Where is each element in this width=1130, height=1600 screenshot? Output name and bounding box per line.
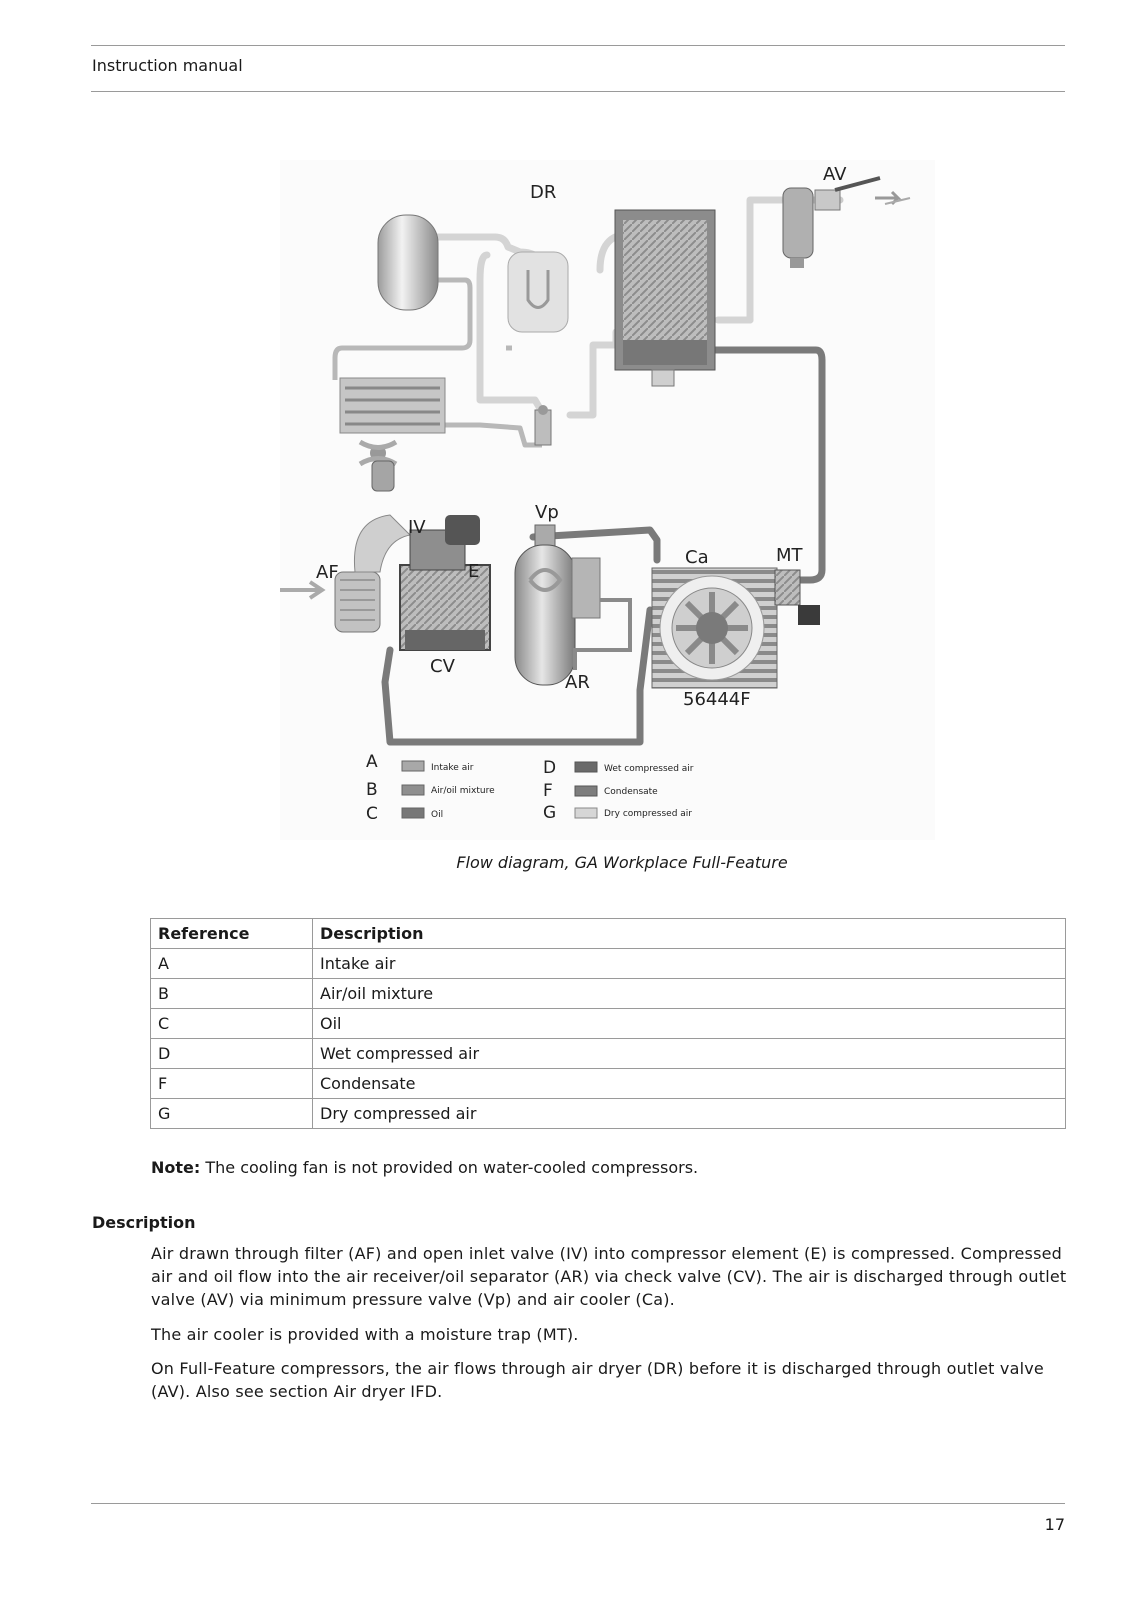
description-cell: Intake air bbox=[312, 948, 1066, 979]
moisture-trap bbox=[774, 569, 820, 625]
air-receiver-separator bbox=[514, 544, 632, 686]
reference-cell: G bbox=[150, 1098, 313, 1129]
legend-swatch-c bbox=[401, 807, 425, 819]
legend-text-d: Wet compressed air bbox=[604, 764, 694, 774]
table-row: D Wet compressed air bbox=[150, 1038, 1066, 1069]
reference-table: Reference Description A Intake air B Air… bbox=[150, 918, 1066, 1129]
legend-item-d: D Wet compressed air bbox=[543, 758, 694, 778]
minimum-pressure-valve bbox=[534, 524, 556, 548]
legend-key-d: D bbox=[543, 758, 556, 778]
reference-cell: C bbox=[150, 1008, 313, 1039]
flow-diagram: DR AV IV Vp AF E Ca MT CV AR 56444F A In… bbox=[280, 160, 935, 840]
air-dryer-heat-exchanger bbox=[614, 209, 716, 387]
table-row: C Oil bbox=[150, 1008, 1066, 1039]
legend-swatch-d bbox=[574, 761, 598, 773]
label-code: 56444F bbox=[683, 689, 751, 710]
description-paragraph-1: Air drawn through filter (AF) and open i… bbox=[151, 1244, 1067, 1309]
air-filter bbox=[280, 514, 412, 633]
description-cell: Dry compressed air bbox=[312, 1098, 1066, 1129]
reference-cell: F bbox=[150, 1068, 313, 1099]
footer-rule bbox=[91, 1503, 1065, 1504]
legend-text-b: Air/oil mixture bbox=[431, 786, 495, 796]
air-cooler bbox=[651, 567, 778, 689]
flow-diagram-drawing: DR AV IV Vp AF E Ca MT CV AR 56444F A In… bbox=[280, 164, 911, 824]
legend-key-f: F bbox=[543, 781, 553, 801]
flow-legend: A Intake air B Air/oil mixture C Oil D W… bbox=[366, 752, 694, 824]
description-heading: Description bbox=[92, 1213, 196, 1232]
refrigerant-piping bbox=[332, 277, 542, 448]
label-cv: CV bbox=[430, 656, 456, 677]
label-vp: Vp bbox=[535, 502, 559, 523]
legend-swatch-a bbox=[401, 760, 425, 772]
header-rule-bottom bbox=[91, 91, 1065, 92]
description-cell: Condensate bbox=[312, 1068, 1066, 1099]
legend-text-f: Condensate bbox=[604, 787, 658, 797]
reference-cell: B bbox=[150, 978, 313, 1009]
figure-caption-text: Flow diagram, GA Workplace Full-Feature bbox=[456, 853, 788, 872]
legend-key-a: A bbox=[366, 752, 378, 772]
compressor-element bbox=[399, 515, 491, 651]
refrigerant-compressor bbox=[507, 251, 569, 333]
table-header-row: Reference Description bbox=[150, 918, 1066, 949]
label-ar: AR bbox=[565, 672, 590, 693]
column-header-reference: Reference bbox=[150, 918, 313, 949]
label-dr: DR bbox=[530, 182, 556, 203]
label-af: AF bbox=[316, 562, 339, 583]
label-e: E bbox=[468, 561, 479, 582]
note: Note: The cooling fan is not provided on… bbox=[151, 1158, 698, 1177]
label-iv: IV bbox=[408, 517, 426, 538]
legend-text-c: Oil bbox=[431, 810, 443, 820]
note-text: The cooling fan is not provided on water… bbox=[200, 1158, 699, 1177]
label-mt: MT bbox=[776, 545, 804, 566]
receiver-tank bbox=[377, 214, 439, 311]
column-header-description: Description bbox=[312, 918, 1066, 949]
table-row: G Dry compressed air bbox=[150, 1098, 1066, 1129]
label-av: AV bbox=[823, 164, 847, 185]
label-ca: Ca bbox=[685, 547, 709, 568]
description-cell: Wet compressed air bbox=[312, 1038, 1066, 1069]
legend-swatch-g bbox=[574, 807, 598, 819]
legend-item-f: F Condensate bbox=[543, 781, 658, 801]
reference-cell: D bbox=[150, 1038, 313, 1069]
legend-text-g: Dry compressed air bbox=[604, 809, 692, 819]
note-label: Note: bbox=[151, 1158, 201, 1177]
description-paragraph-2: The air cooler is provided with a moistu… bbox=[151, 1325, 579, 1344]
header-rule-top bbox=[91, 45, 1065, 46]
reference-cell: A bbox=[150, 948, 313, 979]
legend-item-g: G Dry compressed air bbox=[543, 803, 692, 823]
legend-item-a: A Intake air bbox=[366, 752, 474, 773]
table-row: B Air/oil mixture bbox=[150, 978, 1066, 1009]
description-cell: Oil bbox=[312, 1008, 1066, 1039]
legend-key-g: G bbox=[543, 803, 556, 823]
wet-air-piping bbox=[381, 346, 826, 746]
legend-key-c: C bbox=[366, 804, 378, 824]
table-row: A Intake air bbox=[150, 948, 1066, 979]
legend-text-a: Intake air bbox=[431, 763, 474, 773]
legend-key-b: B bbox=[366, 780, 378, 800]
legend-item-b: B Air/oil mixture bbox=[366, 780, 495, 800]
legend-swatch-b bbox=[401, 784, 425, 796]
table-row: F Condensate bbox=[150, 1068, 1066, 1099]
condenser bbox=[339, 377, 446, 492]
description-paragraph-3: On Full-Feature compressors, the air flo… bbox=[151, 1359, 1044, 1401]
page-number: 17 bbox=[1044, 1515, 1065, 1534]
outlet-valve-assembly bbox=[782, 176, 911, 268]
figure-caption: Flow diagram, GA Workplace Full-Feature bbox=[0, 853, 1130, 872]
header-title: Instruction manual bbox=[92, 56, 243, 75]
description-cell: Air/oil mixture bbox=[312, 978, 1066, 1009]
legend-swatch-f bbox=[574, 785, 598, 797]
component-labels: DR AV IV Vp AF E Ca MT CV AR 56444F bbox=[316, 164, 847, 710]
expansion-valve bbox=[534, 405, 552, 446]
legend-item-c: C Oil bbox=[366, 804, 443, 824]
